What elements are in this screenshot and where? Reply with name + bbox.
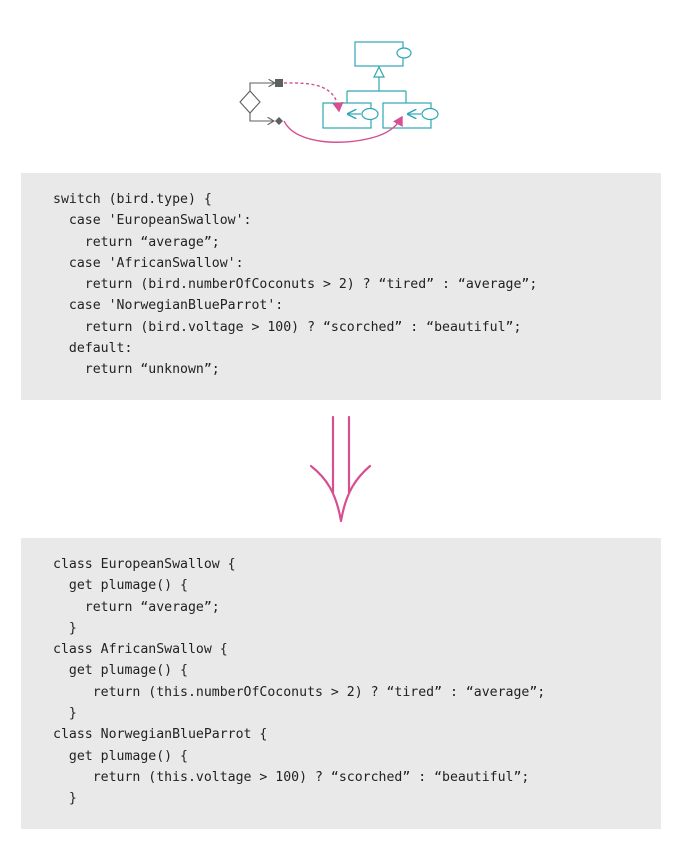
case-diamond bbox=[275, 117, 283, 125]
code-line: return (this.numberOfCoconuts > 2) ? “ti… bbox=[53, 684, 546, 700]
subclass-box-right bbox=[382, 102, 439, 129]
code-line: return (this.voltage > 100) ? “scorched”… bbox=[53, 769, 530, 785]
decision-diamond bbox=[239, 90, 261, 114]
code-line: return (bird.numberOfCoconuts > 2) ? “ti… bbox=[53, 277, 538, 293]
inheritance-connector bbox=[346, 65, 407, 103]
code-line: switch (bird.type) { bbox=[53, 192, 212, 207]
code-line: class EuropeanSwallow { bbox=[53, 557, 236, 572]
code-line: return “average”; bbox=[53, 234, 220, 250]
code-line: return “unknown”; bbox=[53, 362, 220, 378]
conditional-flow bbox=[239, 79, 283, 125]
code-line: default: bbox=[53, 341, 133, 357]
case-square bbox=[275, 79, 283, 87]
code-line: get plumage() { bbox=[53, 748, 188, 764]
dispatch-arrows bbox=[283, 82, 403, 143]
superclass-box bbox=[354, 41, 412, 67]
code-line: return (bird.voltage > 100) ? “scorched”… bbox=[53, 319, 522, 335]
refactoring-diagram bbox=[239, 41, 439, 143]
code-line: class NorwegianBlueParrot { bbox=[53, 727, 268, 743]
code-line: return “average”; bbox=[53, 599, 220, 615]
code-line: } bbox=[53, 791, 77, 807]
code-line: case 'EuropeanSwallow': bbox=[53, 213, 252, 229]
code-line: case 'NorwegianBlueParrot': bbox=[53, 298, 284, 314]
subclass-box-left bbox=[322, 102, 379, 129]
code-line: } bbox=[53, 620, 77, 636]
code-line: class AfricanSwallow { bbox=[53, 642, 228, 658]
code-line: case 'AfricanSwallow': bbox=[53, 255, 244, 271]
code-before-panel: switch (bird.type) { case 'EuropeanSwall… bbox=[21, 173, 661, 400]
code-after-panel: class EuropeanSwallow { get plumage() { … bbox=[21, 538, 661, 829]
code-line: get plumage() { bbox=[53, 578, 188, 594]
code-line: } bbox=[53, 706, 77, 722]
code-line: get plumage() { bbox=[53, 663, 188, 679]
